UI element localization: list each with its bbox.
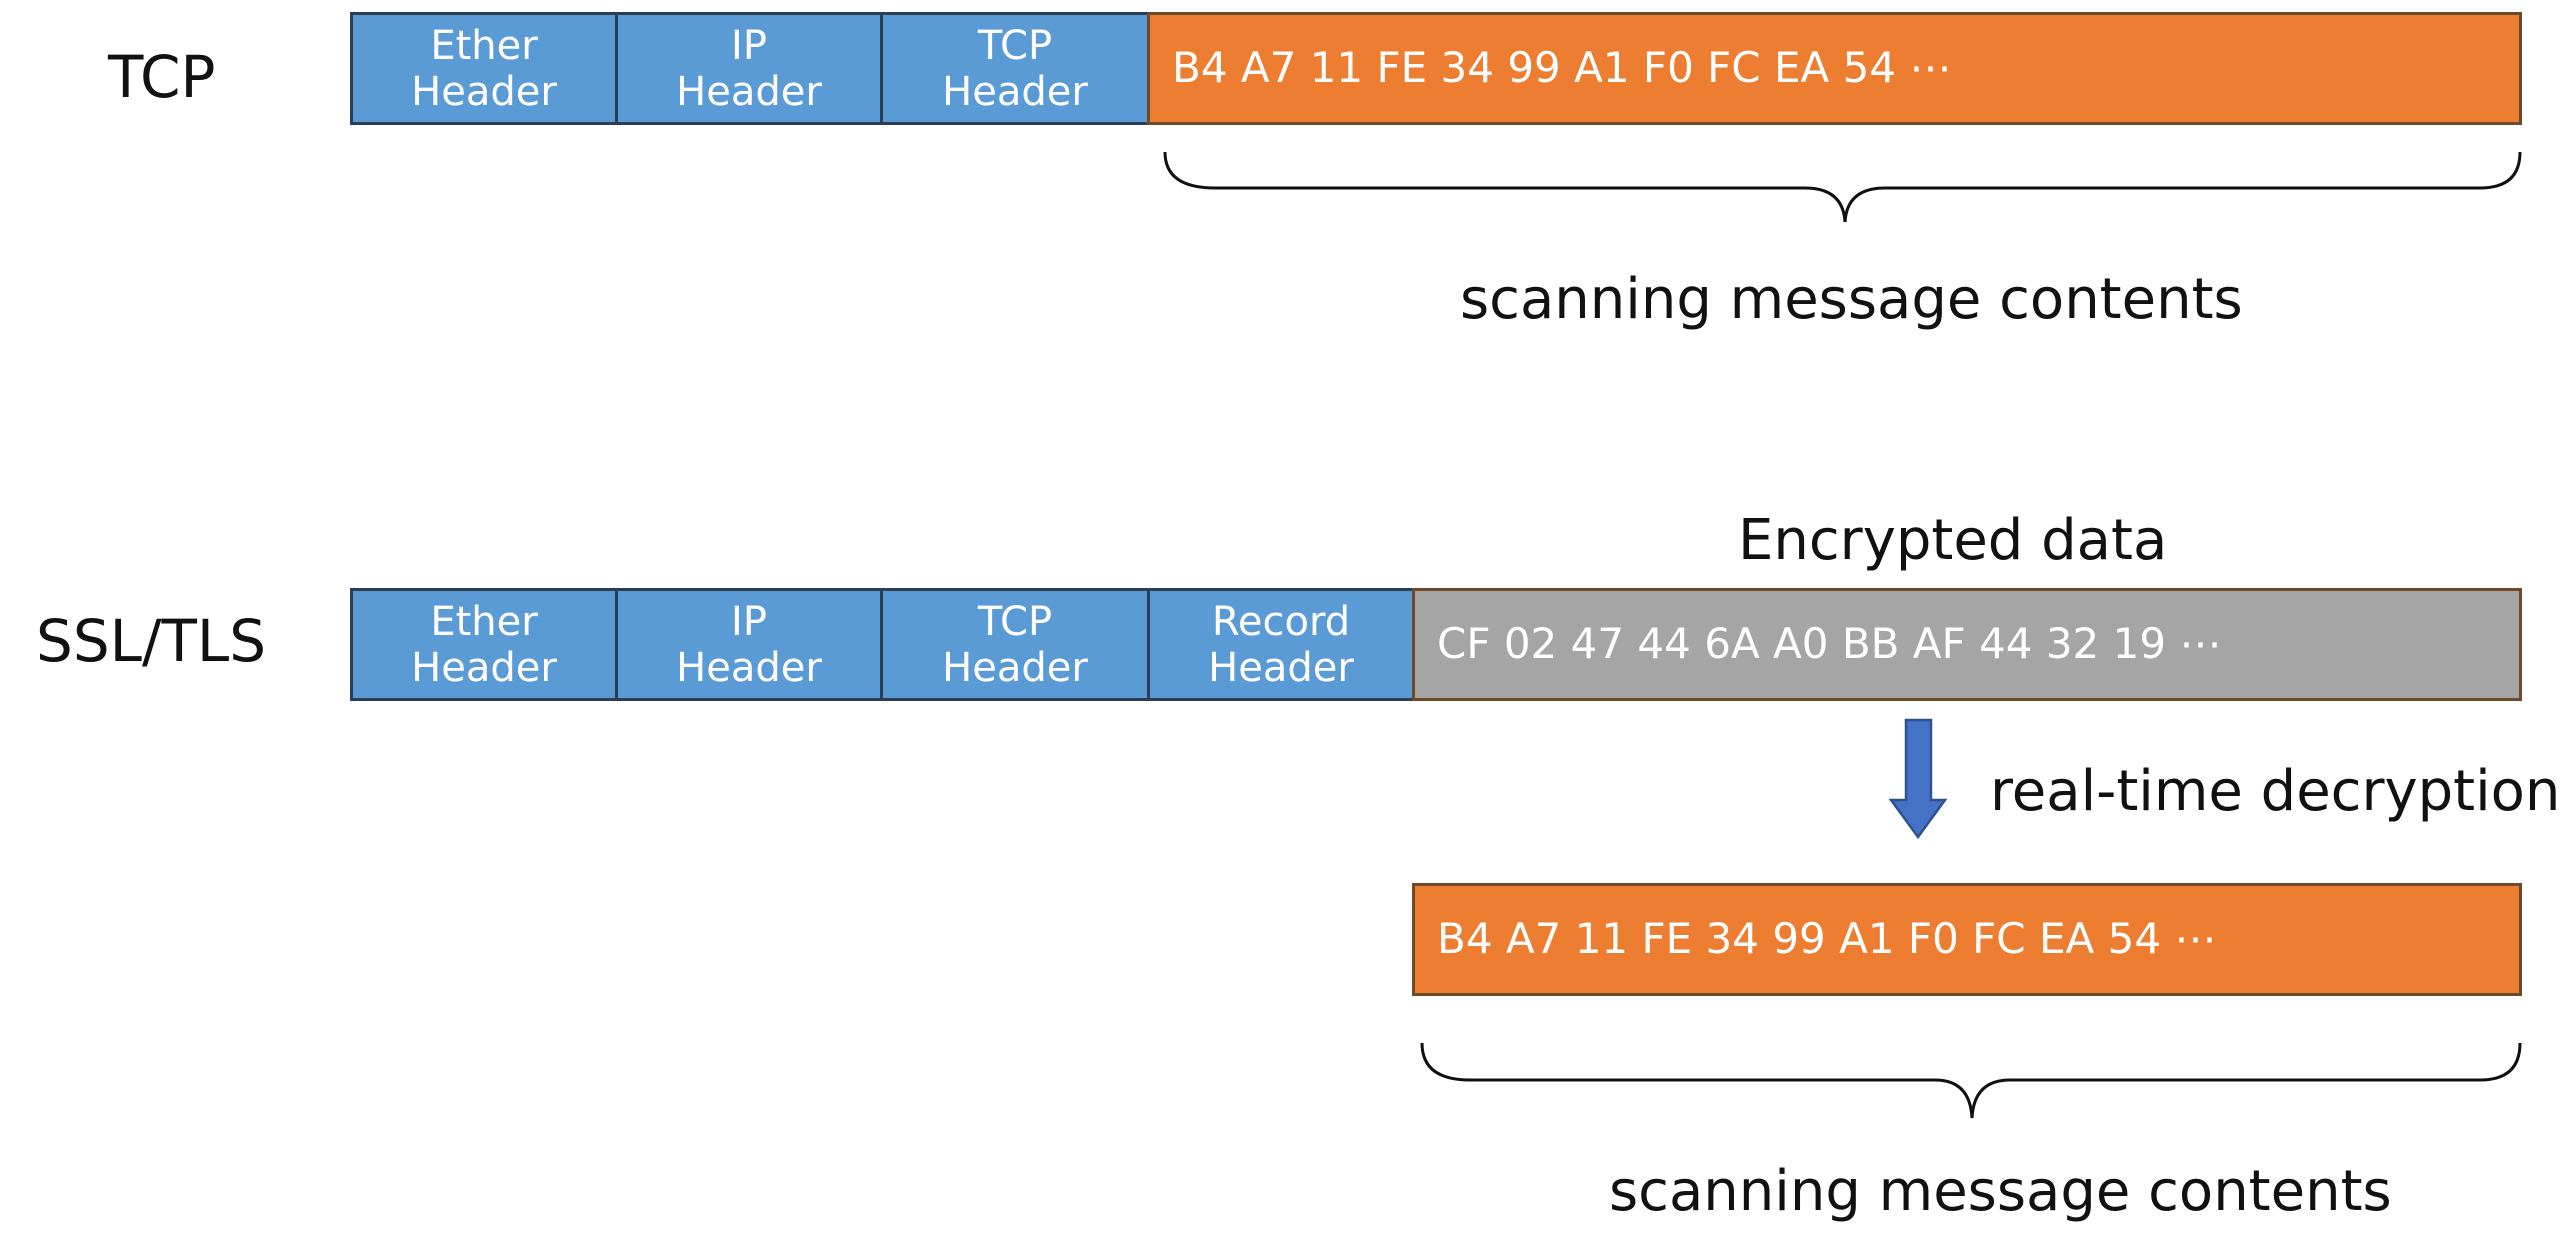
tcp-brace-caption: scanning message contents: [1460, 267, 2243, 332]
tls-row-label: SSL/TLS: [36, 607, 267, 675]
tcp-row-label: TCP: [108, 43, 216, 111]
cell-line: Header: [676, 644, 822, 691]
cell-line: Ether: [430, 598, 538, 645]
cell-line: IP: [731, 598, 767, 645]
curly-brace-icon: [1163, 151, 2522, 223]
cell-line: Header: [942, 68, 1088, 115]
down-arrow-icon: [1888, 718, 1948, 840]
cell-line: Header: [1208, 644, 1354, 691]
payload-bytes: B4 A7 11 FE 34 99 A1 F0 FC EA 54 ⋯: [1437, 914, 2217, 964]
tls-record-header-cell: Record Header: [1147, 588, 1415, 701]
tls-decrypted-payload-cell: B4 A7 11 FE 34 99 A1 F0 FC EA 54 ⋯: [1412, 883, 2522, 996]
cell-line: Header: [411, 644, 557, 691]
payload-bytes: B4 A7 11 FE 34 99 A1 F0 FC EA 54 ⋯: [1172, 43, 1952, 93]
cell-line: Header: [942, 644, 1088, 691]
tcp-payload-cell: B4 A7 11 FE 34 99 A1 F0 FC EA 54 ⋯: [1147, 12, 2522, 125]
cell-line: Record: [1211, 598, 1351, 645]
encrypted-data-title: Encrypted data: [1738, 508, 2168, 573]
cell-line: TCP: [977, 22, 1053, 69]
tls-ether-header-cell: Ether Header: [350, 588, 618, 701]
tcp-ether-header-cell: Ether Header: [350, 12, 618, 125]
cell-line: IP: [731, 22, 767, 69]
tls-ip-header-cell: IP Header: [615, 588, 883, 701]
tls-encrypted-payload-cell: CF 02 47 44 6A A0 BB AF 44 32 19 ⋯: [1412, 588, 2522, 701]
cell-line: Header: [411, 68, 557, 115]
tcp-tcp-header-cell: TCP Header: [880, 12, 1150, 125]
cell-line: Ether: [430, 22, 538, 69]
tls-brace-caption: scanning message contents: [1609, 1159, 2392, 1224]
decryption-label: real-time decryption: [1990, 759, 2560, 824]
cell-line: Header: [676, 68, 822, 115]
payload-bytes: CF 02 47 44 6A A0 BB AF 44 32 19 ⋯: [1437, 619, 2222, 669]
tcp-ip-header-cell: IP Header: [615, 12, 883, 125]
cell-line: TCP: [977, 598, 1053, 645]
curly-brace-icon: [1420, 1042, 2522, 1119]
